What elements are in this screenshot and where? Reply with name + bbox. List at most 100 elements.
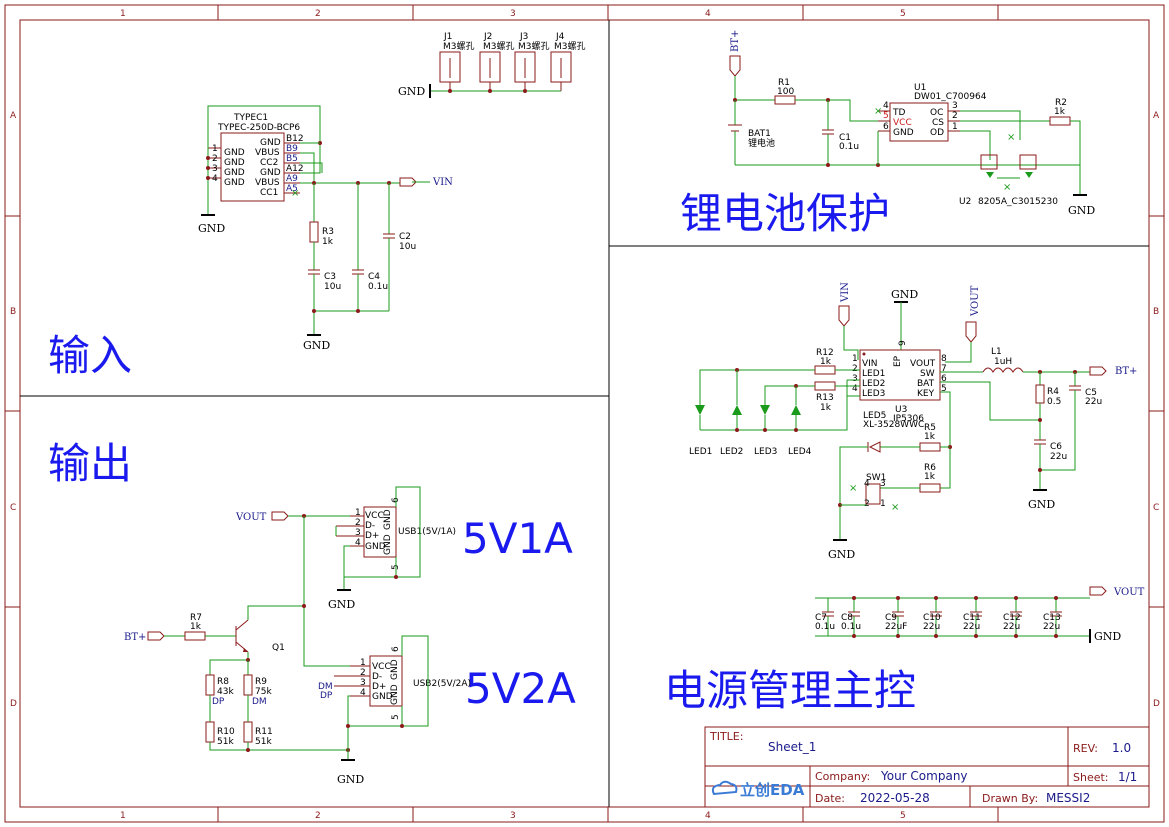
vin-label-power: VIN xyxy=(840,282,851,303)
tb-rev-label: REV: xyxy=(1073,742,1098,755)
gnd-label-screws: GND xyxy=(398,85,425,98)
usb2-gnd5-name: GND xyxy=(390,684,400,705)
eda-logo-text: 立创EDA xyxy=(740,781,805,799)
zone-col-2-bottom: 2 xyxy=(315,811,321,821)
r11-value: 51k xyxy=(255,737,272,747)
usb2-rating-label: 5V2A xyxy=(465,664,576,713)
usb2-pin3-num: 3 xyxy=(360,678,366,688)
r4-body xyxy=(1035,384,1045,404)
led3-label: LED3 xyxy=(754,447,777,457)
typec-lpin4-name: GND xyxy=(224,178,245,188)
r4-value: 0.5 xyxy=(1047,397,1061,407)
r1-body xyxy=(774,95,796,105)
usb2-dp-label: DP xyxy=(320,691,333,701)
usb1-pin2-name: D- xyxy=(365,521,375,531)
r5-ref: R5 xyxy=(924,423,936,433)
gnd-label-usb2: GND xyxy=(337,773,364,786)
usb2-gnd6-name: GND xyxy=(390,659,400,680)
zone-row-b-right: B xyxy=(1153,307,1159,317)
zone-col-3-bottom: 3 xyxy=(510,811,516,821)
c2-value: 10u xyxy=(399,242,416,252)
r1-ref: R1 xyxy=(778,78,790,88)
led5-value: XL-3528WWC xyxy=(863,420,924,430)
sw1-pin2: 2 xyxy=(864,499,870,509)
c3-ref: C3 xyxy=(324,272,336,282)
u2-value: 8205A_C3015230 xyxy=(978,197,1058,207)
zone-col-2-top: 2 xyxy=(315,9,321,19)
c4-value: 0.1u xyxy=(368,282,388,292)
r6-body xyxy=(919,483,941,493)
c5-value: 22u xyxy=(1085,397,1102,407)
r7-ref: R7 xyxy=(190,613,202,623)
c3-value: 10u xyxy=(324,282,341,292)
title-block: TITLE: Sheet_1 REV: 1.0 Company: Your Co… xyxy=(704,726,1150,808)
usb2-pin1-num: 1 xyxy=(360,658,366,668)
typec-cc1-noconnect: × xyxy=(291,188,299,199)
vout-port-output xyxy=(271,511,289,521)
btplus-label-power: BT+ xyxy=(1115,366,1137,377)
c6-ref: C6 xyxy=(1050,442,1062,452)
usb2-pin2-num: 2 xyxy=(360,668,366,678)
btplus-port-power xyxy=(1089,366,1107,376)
usb1-gnd6-name: GND xyxy=(383,509,393,530)
u3-rpin6-num: 6 xyxy=(941,374,947,384)
cap-bank: C70.1uC80.1uC922uFC1022uC1122uC1222uC132… xyxy=(815,596,1062,638)
usb1-pin2-num: 2 xyxy=(355,518,361,528)
r5-value: 1k xyxy=(924,432,936,442)
zone-row-b-left: B xyxy=(10,307,16,317)
sw1-pin4: 4 xyxy=(864,479,870,489)
u3-rpin7-name: SW xyxy=(920,369,935,379)
r2-ref: R2 xyxy=(1055,98,1067,108)
sw1-pin3: 3 xyxy=(880,479,886,489)
r2-value: 1k xyxy=(1054,107,1066,117)
u3-ref: U3 xyxy=(895,405,907,415)
cap-bank-value-5: 22u xyxy=(1003,622,1020,632)
eda-logo: 立创EDA xyxy=(711,780,805,799)
typec-lpin3-num: 3 xyxy=(212,164,218,174)
vout-label-power: VOUT xyxy=(970,285,981,317)
vout-port-capbank xyxy=(1089,586,1107,596)
screw-j4: J4 M3螺孔 xyxy=(550,32,586,91)
power-management-circuit: VIN GND VOUT EP 9 VIN LED1 LED2 LED3 1 2… xyxy=(689,282,1145,643)
led4-label: LED4 xyxy=(788,447,812,457)
r12-value: 1k xyxy=(820,357,832,367)
typec-lpin2-num: 2 xyxy=(212,154,218,164)
btplus-port-protect xyxy=(729,55,741,77)
u1-lpin5-name: VCC xyxy=(893,118,912,128)
j4-value: M3螺孔 xyxy=(554,41,586,52)
zone-rows: A B C D A B C D xyxy=(5,111,1164,709)
gnd-label-typec: GND xyxy=(198,222,225,235)
vin-port-power xyxy=(838,305,850,327)
r10-ref: R10 xyxy=(217,727,235,737)
cap-bank-ref-0: C7 xyxy=(815,613,827,623)
zone-row-d-left: D xyxy=(10,699,17,709)
u3-lpin4-name: LED3 xyxy=(862,389,885,399)
usb2-pin2-name: D- xyxy=(372,672,382,682)
usb2-pin3-name: D+ xyxy=(372,682,386,692)
section-title-power-main: 电源管理主控 xyxy=(664,666,916,715)
usb2-pin1-name: VCC xyxy=(372,662,391,672)
gnd-label-capbank: GND xyxy=(1094,630,1121,643)
u1-rpin1-name: OD xyxy=(930,128,944,138)
zone-row-c-left: C xyxy=(10,503,16,513)
j2-value: M3螺孔 xyxy=(483,41,515,52)
u2-ref: U2 xyxy=(959,197,971,207)
led1-symbol xyxy=(695,405,705,415)
btplus-label-protect: BT+ xyxy=(730,30,741,52)
vout-port-power xyxy=(965,321,977,343)
r13-value: 1k xyxy=(820,403,832,413)
q1-ref: Q1 xyxy=(272,643,285,653)
u3-lpin2-num: 2 xyxy=(852,364,858,374)
r9-net: DM xyxy=(252,697,267,707)
typec-rpin-a12-num: A12 xyxy=(286,164,304,174)
c5-ref: C5 xyxy=(1085,388,1097,398)
cap-bank-value-0: 0.1u xyxy=(815,622,835,632)
u1-rpin3-name: OC xyxy=(930,108,943,118)
typec-lpin4-num: 4 xyxy=(212,174,218,184)
j1-value: M3螺孔 xyxy=(443,41,475,52)
gnd-label-usb1: GND xyxy=(328,598,355,611)
usb1-rating-label: 5V1A xyxy=(462,514,573,563)
u3-rpin8-num: 8 xyxy=(941,354,947,364)
typec-rpin-b12-num: B12 xyxy=(286,134,304,144)
